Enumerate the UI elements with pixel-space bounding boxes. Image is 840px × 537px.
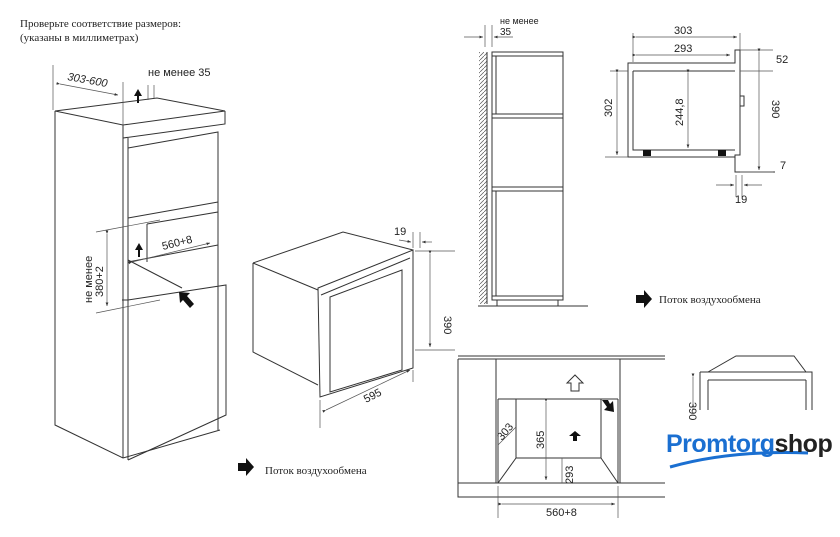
legend2-airflow: Поток воздухообмена: [659, 294, 761, 306]
front-dim-390: 390: [686, 402, 698, 420]
logo-swoosh: [669, 451, 809, 469]
dim-244: 244,8: [674, 98, 686, 126]
dim-303: 303: [674, 25, 692, 37]
title-line1: Проверьте соответствие размеров:: [20, 18, 181, 30]
oven-isometric: 19 390 595: [252, 226, 455, 428]
cabinet-isometric: 303-600 не менее 35 не менее 380+2 560+8: [52, 65, 227, 461]
airflow-out-icon: [565, 374, 585, 392]
logo-part2: shop: [774, 430, 833, 458]
dim-390: 390: [769, 100, 781, 118]
front-dim-293: 293: [564, 466, 576, 484]
cabinet-front-view: 560+8 365 293 303 390: [457, 355, 813, 519]
dim-depth: 303-600: [66, 71, 109, 90]
legend-airflow: Поток воздухообмена: [265, 465, 367, 477]
dim-niche-height: 380+2: [94, 266, 106, 297]
cabinet-side-view: не менее 35: [464, 16, 588, 307]
dim-19: 19: [735, 194, 747, 206]
dim-niche-height-label: не менее: [83, 256, 95, 303]
airflow-up-icon: [569, 431, 581, 441]
airflow-up-icon: [135, 243, 143, 257]
airflow-legend-icon: [238, 458, 254, 476]
front-dim-365: 365: [535, 431, 547, 449]
promtorgshop-logo: Promtorgshop: [666, 430, 833, 459]
dim-oven-width: 595: [362, 387, 384, 406]
dim-7: 7: [780, 160, 786, 172]
dim-gap-top: не менее 35: [148, 67, 211, 79]
dim-frame: 19: [394, 226, 406, 238]
front-dim-width: 560+8: [546, 507, 577, 519]
dim-oven-height: 390: [441, 316, 453, 334]
side-gap-label: не менее: [500, 16, 539, 26]
logo-part1: Promtorg: [666, 430, 775, 458]
dim-302: 302: [603, 99, 615, 117]
airflow-up-icon: [134, 89, 142, 103]
oven-section-view: 303 293 302 244,8 390 52 7 19: [603, 25, 788, 206]
dim-52: 52: [776, 54, 788, 66]
airflow-in-icon: [602, 400, 614, 412]
airflow-legend-icon: [636, 290, 652, 308]
dim-293: 293: [674, 43, 692, 55]
airflow-in-icon: [179, 292, 194, 308]
title-line2: (указаны в миллиметрах): [20, 32, 139, 44]
side-gap: 35: [500, 27, 512, 38]
